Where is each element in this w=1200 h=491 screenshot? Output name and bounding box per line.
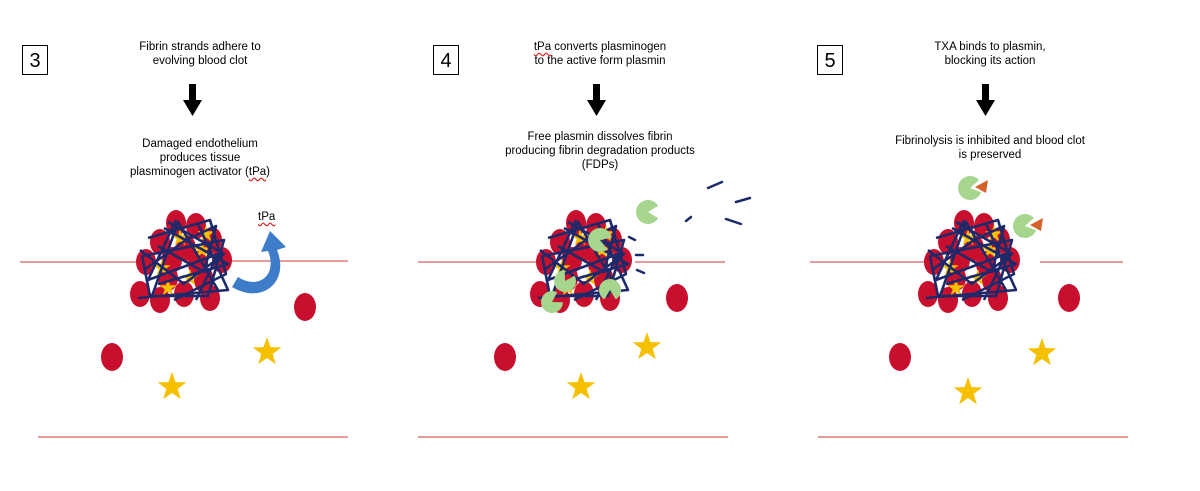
- red-blood-cell: [1058, 284, 1080, 312]
- down-arrow: [183, 84, 202, 116]
- panel-3-illustration: [20, 84, 348, 438]
- top-caption: TXA binds to plasmin, blocking its actio…: [934, 41, 1046, 67]
- step-number: 5: [817, 45, 843, 75]
- down-arrow: [976, 84, 995, 116]
- clot-platelet-star: [581, 269, 599, 286]
- fibrin-strand: [139, 220, 226, 286]
- red-blood-cell: [666, 284, 688, 312]
- platelet-star: [1027, 338, 1057, 366]
- blood-clot: [130, 210, 232, 313]
- platelet-star: [157, 372, 187, 400]
- vessel-walls: [20, 260, 348, 438]
- red-blood-cell: [101, 343, 123, 371]
- clot-platelet-star: [969, 269, 987, 286]
- down-arrow: [587, 84, 606, 116]
- fdp-fragment: [734, 196, 752, 204]
- fdp-fragment: [635, 268, 646, 275]
- fibrin-strand: [543, 224, 618, 274]
- fibrin-strand: [546, 219, 620, 301]
- step-number: 4: [433, 45, 459, 75]
- blood-clot: [918, 210, 1020, 313]
- bottom-caption: Fibrinolysis is inhibited and blood clot…: [895, 135, 1085, 161]
- clot-platelet-star: [181, 269, 199, 286]
- platelet-star: [252, 337, 282, 365]
- fdp-fragment: [706, 180, 724, 190]
- txa-molecule: [1030, 218, 1043, 231]
- plasmin-molecule: [958, 175, 982, 200]
- clot-platelet-star: [985, 225, 1003, 242]
- fdp-fragment: [684, 215, 693, 223]
- red-blood-cell: [294, 293, 316, 321]
- red-blood-cell: [889, 343, 911, 371]
- plasmin-molecule: [599, 278, 621, 300]
- plasmin-molecule: [554, 270, 577, 292]
- top-caption: tPa converts plasminogen to the active f…: [490, 40, 710, 68]
- plasmin-molecule: [541, 290, 563, 313]
- bound-plasmin-group: [541, 200, 659, 313]
- top-caption-text: converts plasminogen to the active form …: [534, 41, 667, 67]
- platelet-star: [953, 377, 983, 405]
- bottom-caption: Damaged endothelium produces tissue plas…: [80, 137, 320, 179]
- bottom-caption-tpa: tPa: [248, 166, 267, 178]
- plasmin-molecule: [588, 227, 612, 252]
- fibrin-strand: [931, 224, 1006, 274]
- step-number: 3: [22, 45, 48, 75]
- vessel-walls: [418, 261, 728, 438]
- vessel-walls: [810, 261, 1128, 438]
- clot-platelet-star: [197, 225, 215, 242]
- panel-step-4: 4 tPa converts plasminogen to the active…: [400, 0, 800, 491]
- tpa-release-arrow: [232, 231, 286, 294]
- fibrin-strand: [927, 220, 1014, 286]
- top-caption: Fibrin strands adhere to evolving blood …: [139, 41, 261, 67]
- fibrin-strand: [143, 224, 218, 274]
- platelet-star: [566, 372, 596, 400]
- panel-step-3: 3 Fibrin strands adhere to evolving bloo…: [0, 0, 400, 491]
- top-caption-tpa: tPa: [533, 41, 552, 53]
- red-blood-cell: [494, 343, 516, 371]
- panel-4-illustration: [418, 84, 752, 438]
- tpa-label: tPa: [258, 211, 276, 223]
- fibrin-degradation-products: [627, 180, 752, 275]
- bottom-caption-text: Damaged endothelium produces tissue plas…: [129, 138, 258, 178]
- clot-platelet-star: [947, 279, 965, 296]
- fdp-fragment: [627, 235, 637, 242]
- fdp-fragment: [724, 217, 743, 226]
- platelet-star: [632, 332, 662, 360]
- panel-5-illustration: [810, 84, 1128, 438]
- panel-step-5: 5 TXA binds to plasmin, blocking its act…: [800, 0, 1200, 491]
- fibrin-strand: [146, 219, 220, 301]
- bottom-caption-close: ): [266, 166, 270, 178]
- txa-molecule: [975, 180, 988, 193]
- clot-platelet-star: [159, 279, 177, 296]
- bottom-caption: Free plasmin dissolves fibrin producing …: [505, 131, 695, 171]
- txa-bound-plasmin: [958, 175, 1043, 238]
- plasmin-molecule: [635, 200, 659, 225]
- plasmin-molecule: [1013, 213, 1037, 238]
- clot-red-blood-cell: [130, 281, 150, 307]
- fibrin-strand: [934, 219, 1008, 301]
- clot-red-blood-cell: [918, 281, 938, 307]
